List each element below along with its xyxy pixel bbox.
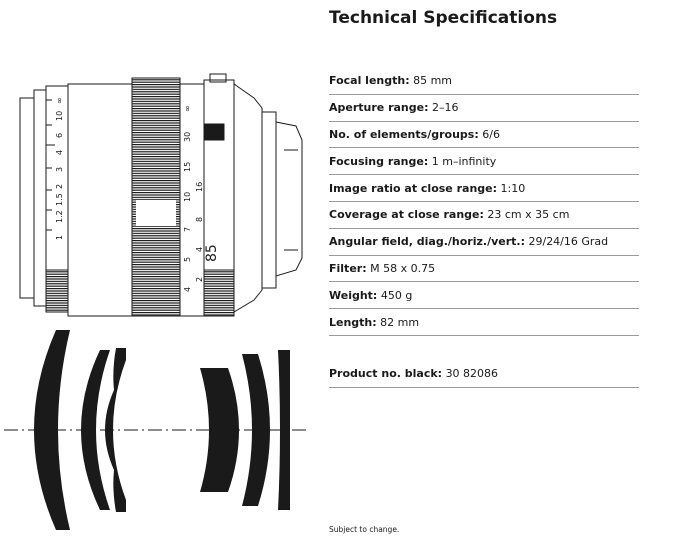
spec-value: M 58 x 0.75 [370,261,436,275]
lens-side-view [19,73,303,317]
spec-row: Angular field, diag./horiz./vert.: 29/24… [329,229,639,256]
spec-label: Coverage at close range: [329,208,484,222]
spec-row: Weight: 450 g [329,282,639,310]
spec-label: Filter: [329,261,367,275]
scale-label: 30 [183,132,192,142]
scale-label: 8 [195,217,204,222]
scale-label: ∞ [55,97,64,104]
spec-value: 6/6 [482,127,500,141]
spec-value: 1 m–infinity [431,154,497,168]
spec-label: Length: [329,315,377,329]
spec-label: Focusing range: [329,154,429,168]
spec-value: 82 mm [380,315,420,329]
scale-label: 2 [195,277,204,282]
scale-label: 2 [55,184,64,189]
spec-value: 85 mm [413,74,453,88]
aperture-scale: 16 8 4 2 [195,182,204,282]
scale-label: 4 [55,150,64,155]
spec-value: 29/24/16 Grad [528,235,609,249]
scale-label: 10 [183,192,192,202]
scale-label: ∞ [183,105,192,112]
spec-value: 23 cm x 35 cm [487,208,570,222]
scale-label: 4 [195,247,204,252]
spec-label: Aperture range: [329,101,429,115]
spec-label: Angular field, diag./horiz./vert.: [329,235,525,249]
spec-value: 2–16 [432,101,459,115]
scale-label: 1 [55,235,64,240]
product-label: Product no. black: [329,367,443,381]
scale-label: 1.2 [55,210,64,223]
distance-scale-rear: ∞ 10 6 4 3 2 1.5 1.2 1 [55,97,64,240]
scale-label: 15 [183,162,192,172]
product-value: 30 82086 [445,367,499,381]
rear-scale-ticks [46,99,55,231]
scale-label: 5 [183,257,192,262]
product-number: Product no. black: 30 82086 [329,361,639,388]
spec-row: Length: 82 mm [329,309,639,336]
spec-value: 450 g [380,288,413,302]
scale-label: 3 [55,167,64,172]
scale-label: 4 [183,287,192,292]
spec-value: 1:10 [500,181,526,195]
spec-row: Filter: M 58 x 0.75 [329,256,639,283]
spec-row: Focal length: 85 mm [329,68,639,95]
scale-label: 10 [55,111,64,121]
spec-row: Aperture range: 2–16 [329,95,639,122]
depth-of-field-scale: ∞ 30 15 10 7 5 4 [183,105,192,292]
spec-row: Coverage at close range: 23 cm x 35 cm [329,202,639,229]
spec-row: No. of elements/groups: 6/6 [329,122,639,149]
scale-label: 7 [183,227,192,232]
spec-row: Focusing range: 1 m–infinity [329,148,639,176]
page-title: Technical Specifications [329,8,558,28]
footnote: Subject to change. [329,525,400,534]
spec-label: No. of elements/groups: [329,127,479,141]
scale-label: 16 [195,182,204,192]
spec-label: Weight: [329,288,378,302]
spec-label: Focal length: [329,74,410,88]
spec-label: Image ratio at close range: [329,181,498,195]
scale-label: 6 [55,133,64,138]
lens-element-6 [278,350,290,510]
spec-row: Image ratio at close range: 1:10 [329,175,639,202]
focal-length-marking: 85 [204,244,220,262]
lens-element-4 [200,368,239,492]
scale-label: 1.5 [55,193,64,206]
